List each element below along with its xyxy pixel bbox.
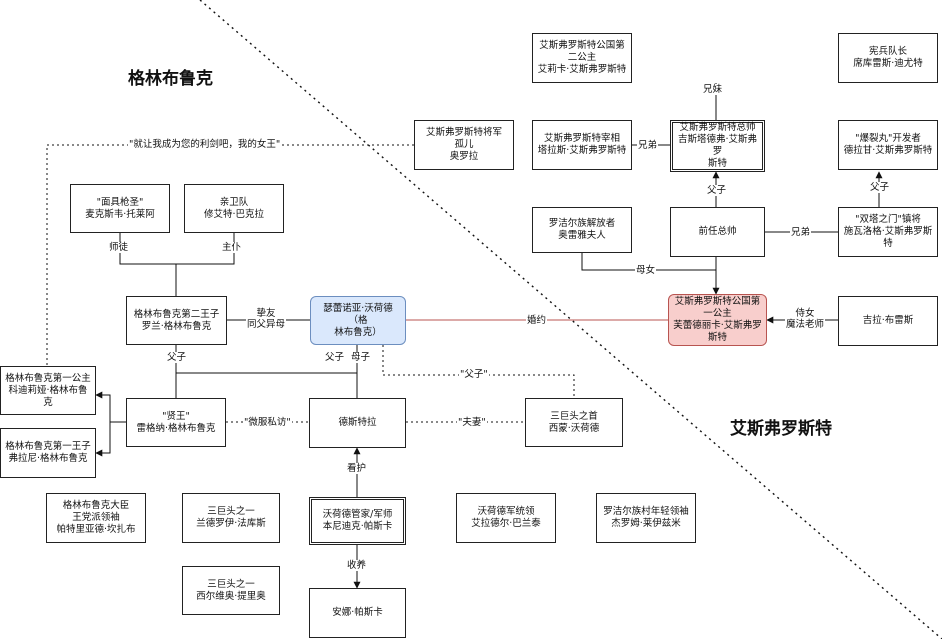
node-second-princess[interactable]: 艾斯弗罗斯特公国第 二公主 艾莉卡·艾斯弗罗斯特	[532, 33, 632, 83]
label-master-servant: 主仆	[221, 242, 243, 253]
node-military-police[interactable]: 宪兵队长 席库雷斯·迪尤特	[838, 33, 938, 83]
node-first-prince-greenbrook[interactable]: 格林布鲁克第一王子 弗拉尼·格林布鲁克	[0, 428, 96, 478]
node-former-commander[interactable]: 前任总帅	[670, 207, 765, 257]
node-first-princess-esfrost[interactable]: 艾斯弗罗斯特公国第 一公主 芙蕾德丽卡·艾斯弗罗 斯特	[668, 294, 767, 346]
node-grand-minister[interactable]: 格林布鲁克大臣 王党派领袖 帕特里亚德·坎扎布	[46, 493, 146, 543]
node-gila[interactable]: 吉拉·布雷斯	[838, 296, 938, 346]
label-mother-son: 母子	[350, 352, 372, 363]
edge-sage-to-gb-princess	[95, 391, 126, 423]
node-seraphine[interactable]: 瑟蕾诺亚·沃荷德（格 林布鲁克）	[310, 296, 406, 345]
label-maid: 侍女 魔法老师	[785, 308, 826, 330]
label-brothers-1: 兄弟	[637, 140, 659, 151]
node-steward[interactable]: 沃荷德管家/军师 本尼迪克·帕斯卡	[309, 497, 406, 545]
label-oath: "就让我成为您的利剑吧，我的女王"	[128, 139, 282, 150]
node-commander[interactable]: 艾斯弗罗斯特总帅 吉斯塔德弗·艾斯弗罗 斯特	[670, 120, 765, 172]
node-first-princess-greenbrook[interactable]: 格林布鲁克第一公主 科迪莉娅·格林布鲁克	[0, 366, 96, 415]
label-half-siblings: 挚友 同父异母	[246, 308, 287, 330]
label-father-son-2: 父子	[869, 182, 891, 193]
node-village-leader[interactable]: 罗洁尔族村年轻领袖 杰罗姆·莱伊兹米	[596, 493, 696, 543]
region-title-greenbrook: 格林布鲁克	[128, 69, 213, 89]
label-master-apprentice: 师徒	[108, 242, 130, 253]
node-sage-king[interactable]: "贤王" 雷格纳·格林布鲁克	[126, 398, 226, 447]
node-orphan[interactable]: 艾斯弗罗斯特将军 孤儿 奥罗拉	[414, 120, 514, 170]
region-title-esfrost: 艾斯弗罗斯特	[730, 419, 832, 439]
node-destra[interactable]: 德斯特拉	[309, 398, 406, 448]
edge-mother-daughter	[581, 252, 716, 271]
label-father-son-1: 父子	[706, 185, 728, 196]
node-masked-lancer[interactable]: "面具枪圣" 麦克斯韦·托莱阿	[70, 184, 170, 233]
label-incognito: "微服私访"	[243, 417, 292, 428]
node-twin-tower[interactable]: "双塔之门"镇将 施瓦洛格·艾斯弗罗斯 特	[838, 207, 938, 257]
node-bomb-developer[interactable]: "爆裂丸"开发者 德拉甘·艾斯弗罗斯特	[838, 120, 938, 170]
node-army-leader[interactable]: 沃荷德军统领 艾拉德尔·巴兰泰	[456, 493, 556, 543]
label-mother-daughter: 母女	[635, 265, 657, 276]
node-royal-guard[interactable]: 亲卫队 修艾特·巴克拉	[184, 184, 284, 233]
label-father-son-3: 父子	[166, 352, 188, 363]
node-second-prince[interactable]: 格林布鲁克第二王子 罗兰·格林布鲁克	[126, 296, 227, 345]
node-chancellor[interactable]: 艾斯弗罗斯特宰相 塔拉斯·艾斯弗罗斯特	[532, 120, 632, 170]
label-brothers-2: 兄弟	[790, 227, 812, 238]
label-marriage: 婚约	[526, 315, 548, 326]
label-adopt: 收养	[346, 560, 368, 571]
node-triumvir-a[interactable]: 三巨头之一 兰德罗伊·法库斯	[182, 493, 280, 543]
node-anna[interactable]: 安娜·帕斯卡	[309, 588, 406, 638]
node-liberator[interactable]: 罗洁尔族解放者 奥雷雅夫人	[532, 207, 632, 253]
label-husband-wife: "夫妻"	[457, 417, 487, 428]
edge-oath	[46, 144, 414, 366]
label-raise: 看护	[346, 463, 368, 474]
node-triumvir-b[interactable]: 三巨头之一 西尔维奥·提里奥	[182, 566, 280, 615]
label-brother-sister: 兄妹	[702, 84, 724, 95]
label-father-son-seraphine: 父子	[324, 352, 346, 363]
node-triumvir-first[interactable]: 三巨头之首 西蒙·沃荷德	[525, 398, 623, 447]
label-quote-father-son: "父子"	[459, 369, 489, 380]
edge-sage-to-gb-prince	[95, 422, 111, 457]
region-divider	[199, 0, 942, 639]
